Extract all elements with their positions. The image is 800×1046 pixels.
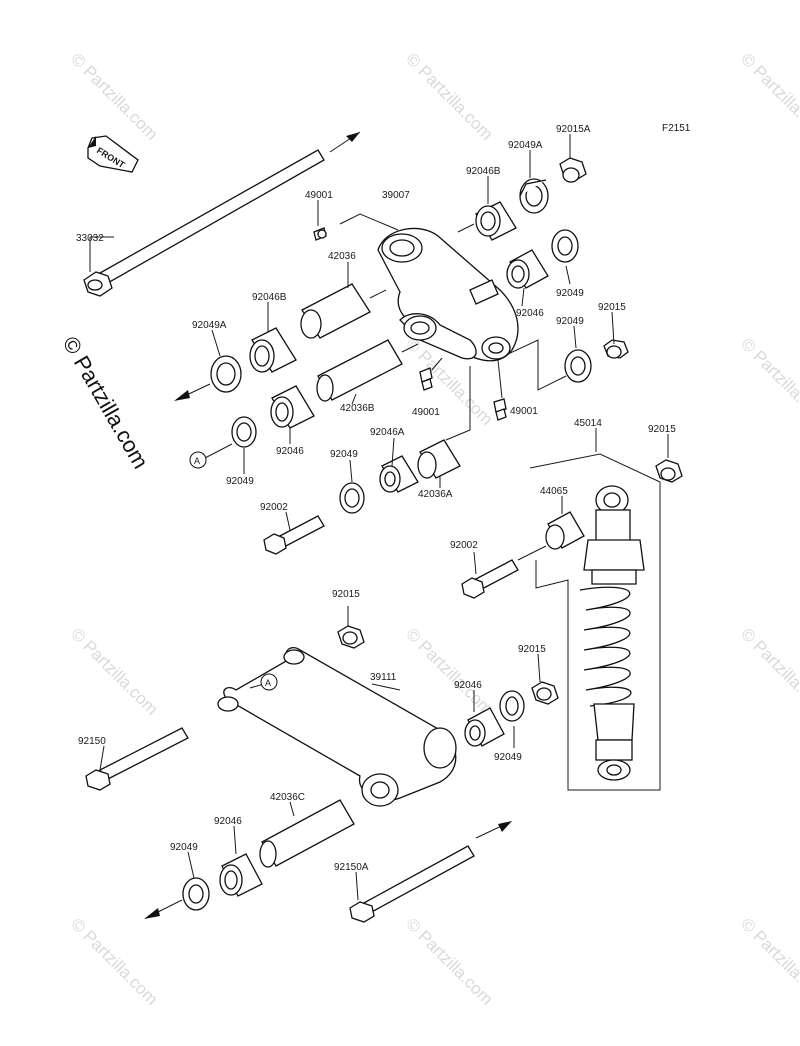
watermark: © Partzilla.com (402, 49, 496, 143)
watermark: © Partzilla.com (737, 334, 800, 428)
seal-92049-center (339, 482, 365, 514)
seal-92049A-top (519, 178, 549, 214)
bushing-92046-left (270, 385, 315, 429)
side-watermark: © Partzilla.com (58, 332, 154, 473)
watermark: © Partzilla.com (737, 49, 800, 143)
watermark: © Partzilla.com (67, 624, 161, 718)
label-92049: 92049 (556, 288, 584, 299)
bushing-92046B-left (249, 327, 297, 373)
bushing-92046-bottom (219, 853, 263, 897)
label-92046A: 92046A (370, 427, 405, 438)
tie-rod-39111 (217, 646, 457, 807)
label-42036: 42036 (328, 251, 356, 262)
label-33032: 33032 (76, 233, 104, 244)
ref-marker-label: A (265, 678, 271, 688)
sleeve-42036 (300, 283, 371, 339)
label-92015: 92015 (648, 424, 676, 435)
label-39007: 39007 (382, 190, 410, 201)
bolt-92002-left (263, 515, 325, 555)
label-49001: 49001 (412, 407, 440, 418)
nut-92015-low (531, 681, 559, 705)
front-arrow-icon: FRONT (87, 135, 139, 173)
label-49001: 49001 (305, 190, 333, 201)
sleeve-42036C (259, 799, 355, 868)
nut-92015A (559, 157, 587, 183)
leader-lines (99, 134, 669, 901)
label-92049: 92049 (226, 476, 254, 487)
grease-fitting-mid (419, 367, 433, 391)
label-92049A: 92049A (508, 140, 543, 151)
label-92015: 92015 (518, 644, 546, 655)
ref-marker-label: A (194, 456, 200, 466)
nut-92015-shock (655, 459, 683, 483)
grease-fitting-right (493, 398, 507, 421)
label-92015: 92015 (332, 589, 360, 600)
ref-marker-a-top: A (189, 451, 207, 469)
label-39111: 39111 (370, 672, 397, 683)
label-42036B: 42036B (340, 403, 375, 414)
label-92049A: 92049A (192, 320, 227, 331)
bolt-92002-right (461, 559, 519, 599)
sleeve-42036A (417, 439, 461, 479)
watermark: © Partzilla.com (737, 914, 800, 1008)
bushing-92046-low (464, 707, 505, 747)
label-92150: 92150 (78, 736, 106, 747)
label-92046B: 92046B (252, 292, 287, 303)
bushing-92046B-top (475, 201, 517, 241)
collar-44065 (545, 511, 585, 550)
bushing-92046-right (506, 249, 549, 289)
seal-92049-right1 (551, 229, 579, 263)
seal-92049-low-right (499, 690, 525, 722)
label-92049: 92049 (494, 752, 522, 763)
watermark: © Partzilla.com (737, 624, 800, 718)
label-45014: 45014 (574, 418, 602, 429)
seal-92049A-left (210, 355, 242, 393)
ref-marker-a-bottom: A (260, 673, 278, 691)
sleeve-42036B (316, 339, 403, 402)
diagram-code: F2151 (662, 123, 691, 134)
watermark: © Partzilla.com (402, 914, 496, 1008)
label-92046: 92046 (516, 308, 544, 319)
label-42036A: 42036A (418, 489, 453, 500)
seal-92049-left (231, 416, 257, 448)
watermark: © Partzilla.com (402, 624, 496, 718)
label-92049: 92049 (170, 842, 198, 853)
shaft-33032 (83, 131, 361, 297)
label-92046: 92046 (276, 446, 304, 457)
nut-92015-rod (337, 625, 365, 649)
label-92046: 92046 (214, 816, 242, 827)
label-44065: 44065 (540, 486, 568, 497)
watermark: © Partzilla.com (67, 49, 161, 143)
part-labels: 33032 49001 39007 92046B 92049A 92015A 4… (76, 124, 676, 873)
label-42036C: 42036C (270, 792, 305, 803)
label-92046: 92046 (454, 680, 482, 691)
label-49001: 49001 (510, 406, 538, 417)
label-92049: 92049 (556, 316, 584, 327)
bolt-92150 (85, 727, 189, 791)
label-92015A: 92015A (556, 124, 591, 135)
seal-92049-bottom (182, 877, 210, 911)
seal-92049-right2 (564, 349, 592, 383)
nut-92015-right (603, 339, 629, 359)
grease-fitting-top (313, 227, 327, 241)
label-92150A: 92150A (334, 862, 369, 873)
label-92049: 92049 (330, 449, 358, 460)
label-92002: 92002 (450, 540, 478, 551)
label-92015: 92015 (598, 302, 626, 313)
watermark: © Partzilla.com (67, 914, 161, 1008)
shock-absorber-45014 (579, 485, 645, 781)
label-92046B: 92046B (466, 166, 501, 177)
bushing-92046A (379, 455, 419, 493)
bolt-92150A (349, 845, 475, 923)
rocker-arm-39007 (377, 227, 519, 362)
label-92002: 92002 (260, 502, 288, 513)
